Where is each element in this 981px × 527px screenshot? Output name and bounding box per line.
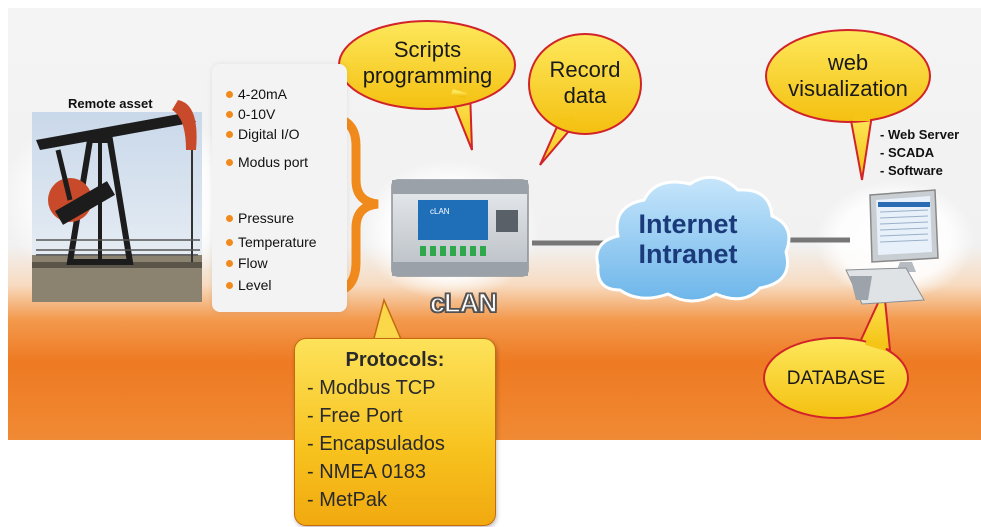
database-bubble-text: DATABASE xyxy=(786,368,886,389)
record-bubble-text: Record data xyxy=(535,57,635,109)
device-small-label: cLAN xyxy=(430,207,450,216)
signal-item: Temperature xyxy=(226,234,317,250)
bullet-icon xyxy=(226,214,233,222)
bullet-icon xyxy=(226,110,233,118)
bullet-icon xyxy=(226,90,233,98)
visualization-line: visualization xyxy=(788,76,908,101)
intranet-line: Intranet xyxy=(638,239,738,269)
device-label: cLAN xyxy=(429,287,498,319)
bullet-icon xyxy=(226,281,233,289)
network-cloud-text: Internet Intranet xyxy=(618,209,758,269)
signal-item: Modus port xyxy=(226,154,308,170)
protocol-item: - Encapsulados xyxy=(307,433,445,455)
remote-asset-label: Remote asset xyxy=(68,96,153,111)
signal-brace xyxy=(325,113,379,297)
protocols-title: Protocols: xyxy=(345,349,445,371)
software-item: - Software xyxy=(880,163,943,178)
signal-item: Digital I/O xyxy=(226,126,299,142)
pumpjack-image xyxy=(32,100,202,302)
signal-item: 0-10V xyxy=(226,106,275,122)
software-item: - Web Server xyxy=(880,127,960,142)
protocol-item: - Modbus TCP xyxy=(307,377,436,399)
signal-item: Flow xyxy=(226,255,268,271)
database-bubble xyxy=(763,286,909,419)
network-cloud xyxy=(595,175,791,303)
protocols-callout: Protocols: - Modbus TCP - Free Port - En… xyxy=(294,338,496,526)
internet-line: Internet xyxy=(638,209,738,239)
signal-list-card: 4-20mA 0-10V Digital I/O Modus port Pres… xyxy=(212,64,347,312)
data-line: data xyxy=(563,83,607,108)
bullet-icon xyxy=(226,158,233,166)
programming-line: programming xyxy=(362,63,493,88)
scripts-line: Scripts xyxy=(393,37,462,62)
bullet-icon xyxy=(226,130,233,138)
protocol-item: - NMEA 0183 xyxy=(307,461,426,483)
computer-terminal xyxy=(845,189,939,305)
clan-device: cLAN xyxy=(391,179,529,277)
bullet-icon xyxy=(226,238,233,246)
protocol-item: - MetPak xyxy=(307,489,388,511)
web-bubble xyxy=(765,29,931,181)
protocol-item: - Free Port xyxy=(307,405,403,427)
scripts-bubble-text: Scripts programming xyxy=(350,37,505,89)
software-list: - Web Server - SCADA - Software xyxy=(880,126,959,180)
web-bubble-text: web visualization xyxy=(768,50,928,102)
signal-item: Level xyxy=(226,277,271,293)
bullet-icon xyxy=(226,259,233,267)
record-bubble xyxy=(528,33,642,166)
signal-item: Pressure xyxy=(226,210,294,226)
record-line: Record xyxy=(549,57,621,82)
signal-item: 4-20mA xyxy=(226,86,287,102)
web-line: web xyxy=(827,50,869,75)
software-item: - SCADA xyxy=(880,145,935,160)
